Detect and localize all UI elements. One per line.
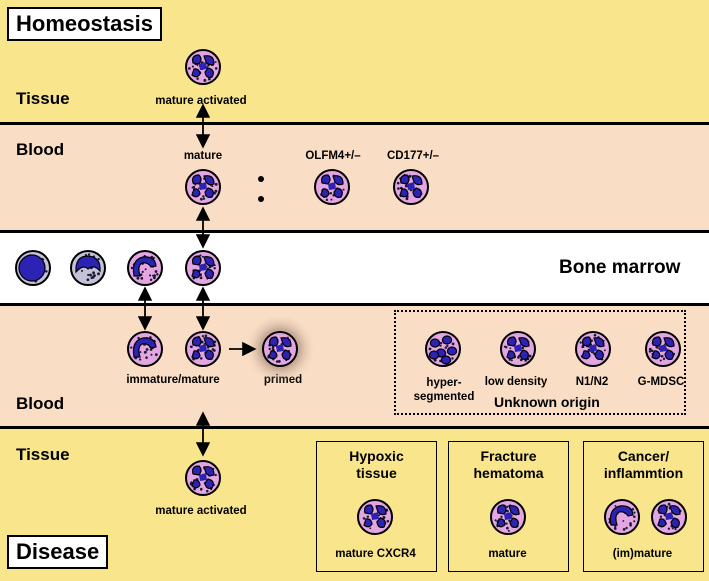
tissue-bottom-label: Tissue — [16, 445, 70, 464]
blood-top-label: Blood — [16, 140, 65, 159]
hypoxic-title: Hypoxic tissue — [349, 448, 404, 481]
cell-hypoxic — [357, 499, 393, 535]
cell-olfm4 — [314, 169, 350, 205]
mature-label: mature — [183, 150, 223, 162]
blood-bottom-label: Blood — [16, 394, 65, 413]
cell-cancer-immature — [604, 499, 640, 535]
cell-mature-activated-top — [185, 49, 221, 85]
cell-blood-mature — [185, 331, 221, 367]
cell-blood-immature — [127, 331, 163, 367]
fracture-title: Fracture hematoma — [473, 448, 544, 481]
divider-2 — [0, 230, 709, 233]
hypoxic-label: mature CXCR4 — [335, 548, 416, 560]
colon-dot-bottom — [258, 196, 264, 202]
cell-marrow-blast — [15, 250, 51, 286]
bone-marrow-label: Bone marrow — [559, 257, 681, 278]
disease-header: Disease — [7, 535, 109, 569]
tissue-top-label: Tissue — [16, 89, 70, 108]
cell-low-density — [500, 331, 536, 367]
cell-fracture — [490, 499, 526, 535]
unknown-origin-title: Unknown origin — [494, 394, 600, 410]
unknown-origin-item-low-density: low density — [484, 376, 548, 388]
cell-cd177 — [393, 169, 429, 205]
cancer-label: (im)mature — [612, 548, 673, 560]
unknown-origin-box — [394, 310, 686, 415]
cell-cancer-mature — [651, 499, 687, 535]
cell-n1n2 — [575, 331, 611, 367]
fracture-panel: Fracture hematoma — [448, 441, 569, 572]
cell-gmdsc — [645, 331, 681, 367]
cell-marrow-promyelocyte — [70, 250, 106, 286]
cell-hypersegmented — [425, 331, 461, 367]
band-blood-top — [0, 124, 709, 232]
homeostasis-header: Homeostasis — [7, 7, 162, 41]
immature-mature-label: immature/mature — [126, 374, 220, 386]
cd177-label: CD177+/– — [386, 150, 440, 162]
cell-marrow-band — [127, 250, 163, 286]
fracture-label: mature — [488, 548, 527, 560]
unknown-origin-item-n1n2: N1/N2 — [575, 376, 609, 388]
hypoxic-panel: Hypoxic tissue — [316, 441, 437, 572]
divider-4 — [0, 426, 709, 429]
mature-activated-bottom-label: mature activated — [155, 505, 247, 517]
cell-primed — [262, 331, 298, 367]
unknown-origin-item-gmdsc: G-MDSC — [637, 376, 685, 388]
colon-dot-top — [258, 176, 264, 182]
cancer-title: Cancer/ inflammtion — [603, 448, 684, 481]
olfm4-label: OLFM4+/– — [305, 150, 361, 162]
divider-1 — [0, 122, 709, 125]
divider-3 — [0, 303, 709, 306]
band-tissue-bottom — [0, 428, 709, 581]
cell-mature-activated-bottom — [185, 460, 221, 496]
mature-activated-top-label: mature activated — [155, 95, 247, 107]
band-bone-marrow — [0, 232, 709, 305]
cell-marrow-mature — [185, 250, 221, 286]
cell-mature — [185, 169, 221, 205]
cancer-panel: Cancer/ inflammtion — [583, 441, 704, 572]
unknown-origin-item-hyper: hyper- segmented — [413, 377, 475, 403]
